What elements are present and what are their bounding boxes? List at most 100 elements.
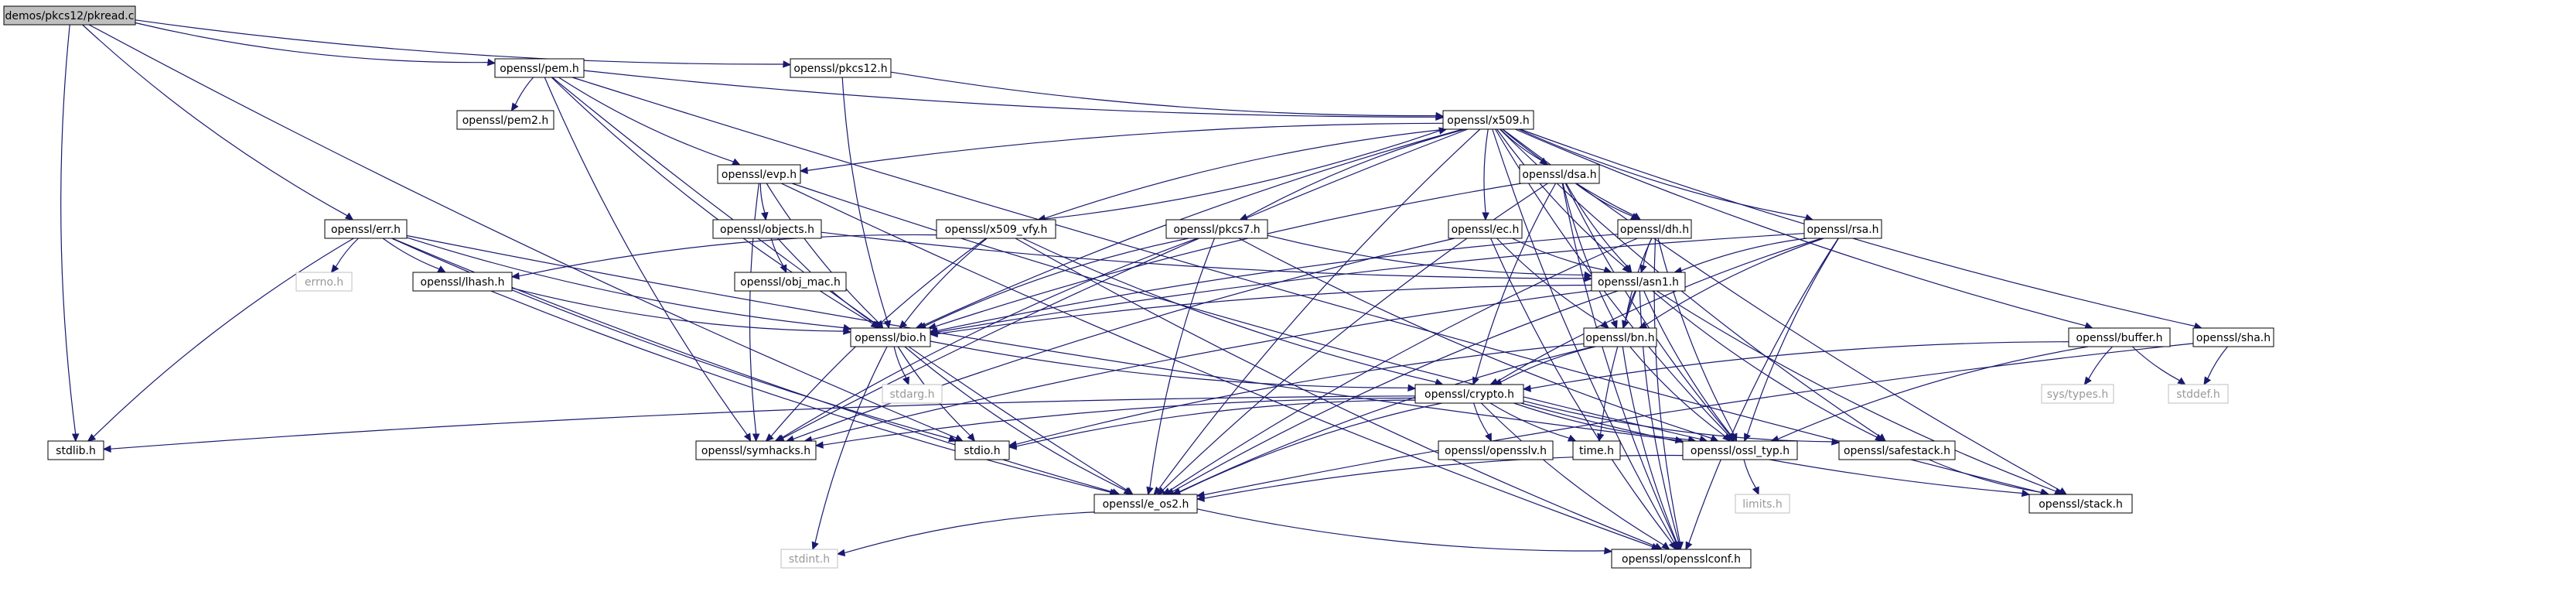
node-label: openssl/dh.h — [1620, 224, 1689, 236]
node-label: sys/types.h — [2047, 388, 2108, 401]
node-opensslv[interactable]: openssl/opensslv.h — [1438, 440, 1554, 460]
node-box — [324, 219, 408, 239]
node-label: openssl/crypto.h — [1424, 388, 1514, 401]
edge-arrowhead — [1146, 486, 1154, 496]
edge-line — [1600, 290, 1637, 435]
edge-line — [1512, 238, 1605, 271]
edge-dsa-to-bn — [1562, 183, 1618, 330]
edge-line — [841, 77, 889, 322]
edge-ossltyp-to-eos2 — [1196, 454, 1684, 502]
edge-buffer-to-crypto — [1522, 341, 2069, 392]
node-errno: errno.h — [295, 272, 353, 292]
edge-arrowhead — [780, 264, 787, 274]
edge-arrowhead — [1661, 542, 1670, 550]
edge-x509-to-x509vfy — [1037, 128, 1447, 222]
edge-line — [514, 77, 534, 105]
edge-line — [1496, 238, 1604, 324]
edge-arrowhead — [743, 433, 752, 443]
node-objmac[interactable]: openssl/obj_mac.h — [734, 272, 847, 292]
node-pkcs7[interactable]: openssl/pkcs7.h — [1165, 219, 1268, 239]
node-sha[interactable]: openssl/sha.h — [2192, 327, 2274, 347]
edge-line — [135, 22, 489, 63]
edge-line — [930, 340, 1409, 388]
edge-line — [1562, 183, 1615, 322]
edge-dsa-to-asn1 — [1565, 183, 1633, 273]
node-err[interactable]: openssl/err.h — [324, 219, 408, 239]
edge-arrowhead — [1831, 438, 1841, 446]
node-label: limits.h — [1742, 498, 1782, 511]
node-asn1[interactable]: openssl/asn1.h — [1591, 272, 1686, 292]
edge-line — [1172, 290, 1619, 492]
edge-line — [2207, 346, 2228, 379]
edge-line — [1015, 238, 1656, 547]
node-time[interactable]: time.h — [1572, 440, 1621, 460]
edge-line — [1561, 183, 1677, 543]
edge-sha-to-eos2 — [1196, 343, 2194, 499]
node-opensslconf[interactable]: openssl/opensslconf.h — [1611, 549, 1752, 569]
edge-arrowhead — [1156, 487, 1165, 495]
node-dsa[interactable]: openssl/dsa.h — [1519, 164, 1600, 184]
node-safestack[interactable]: openssl/safestack.h — [1838, 440, 1956, 460]
edge-x509vfy-to-x509 — [1038, 127, 1448, 221]
edge-asn1-to-stack — [1656, 290, 2063, 495]
node-pem2[interactable]: openssl/pem2.h — [456, 110, 554, 130]
edge-pkread-to-err — [82, 24, 354, 221]
node-x509[interactable]: openssl/x509.h — [1442, 110, 1534, 130]
edge-arrowhead — [1710, 434, 1719, 442]
edge-line — [1169, 238, 1638, 492]
node-buffer[interactable]: openssl/buffer.h — [2068, 327, 2171, 347]
edge-x509-to-symhacks — [775, 128, 1469, 442]
node-evp[interactable]: openssl/evp.h — [717, 164, 801, 184]
node-ossltyp[interactable]: openssl/ossl_typ.h — [1682, 440, 1798, 460]
edge-line — [791, 183, 1701, 440]
edge-line — [1622, 346, 1677, 543]
edge-line — [922, 128, 1463, 327]
node-crypto[interactable]: openssl/crypto.h — [1414, 384, 1524, 404]
node-x509vfy[interactable]: openssl/x509_vfy.h — [936, 219, 1056, 239]
edge-line — [1629, 346, 1726, 437]
node-rsa[interactable]: openssl/rsa.h — [1803, 219, 1882, 239]
edge-arrowhead — [954, 434, 964, 442]
node-box — [790, 58, 892, 78]
edge-line — [1473, 402, 1489, 436]
node-symhacks[interactable]: openssl/symhacks.h — [695, 440, 817, 460]
node-pkread[interactable]: demos/pkcs12/pkread.c — [3, 5, 136, 26]
node-bio[interactable]: openssl/bio.h — [850, 327, 931, 347]
node-pkcs12[interactable]: openssl/pkcs12.h — [790, 58, 892, 78]
edge-line — [893, 346, 907, 378]
edge-arrowhead — [1407, 384, 1417, 392]
edge-line — [844, 511, 1095, 554]
node-dh[interactable]: openssl/dh.h — [1617, 219, 1692, 239]
node-stdarg: stdarg.h — [882, 384, 943, 404]
edge-line — [60, 24, 77, 435]
node-stdint: stdint.h — [780, 549, 838, 569]
node-stdlib[interactable]: stdlib.h — [47, 440, 104, 460]
node-stack[interactable]: openssl/stack.h — [2028, 494, 2133, 514]
node-ec[interactable]: openssl/ec.h — [1448, 219, 1523, 239]
edge-asn1-to-safestack — [1652, 290, 1884, 442]
edge-line — [1492, 128, 1675, 544]
edge-line — [406, 234, 1677, 441]
edge-arrowhead — [761, 211, 769, 221]
edge-arrowhead — [2021, 489, 2031, 498]
node-pem[interactable]: openssl/pem.h — [494, 58, 585, 78]
node-stdio[interactable]: stdio.h — [954, 440, 1010, 460]
node-box — [882, 384, 943, 404]
node-bn[interactable]: openssl/bn.h — [1583, 327, 1657, 347]
edge-line — [1480, 402, 1664, 546]
edge-ossltyp-to-limits — [1743, 459, 1759, 496]
node-lhash[interactable]: openssl/lhash.h — [412, 272, 513, 292]
edge-line — [904, 346, 1126, 491]
node-label: stdint.h — [789, 553, 830, 566]
edge-arrowhead — [1584, 271, 1593, 279]
edge-evp-to-objects — [759, 183, 769, 221]
node-eos2[interactable]: openssl/e_os2.h — [1094, 494, 1198, 514]
node-box — [47, 440, 104, 460]
edge-line — [1746, 238, 1839, 435]
edge-pem-to-pem2 — [510, 77, 534, 112]
edge-line — [1513, 402, 1689, 440]
edge-buffer-to-systypes — [2083, 346, 2114, 385]
node-objects[interactable]: openssl/objects.h — [712, 219, 822, 239]
edge-objects-to-asn1 — [821, 231, 1593, 282]
